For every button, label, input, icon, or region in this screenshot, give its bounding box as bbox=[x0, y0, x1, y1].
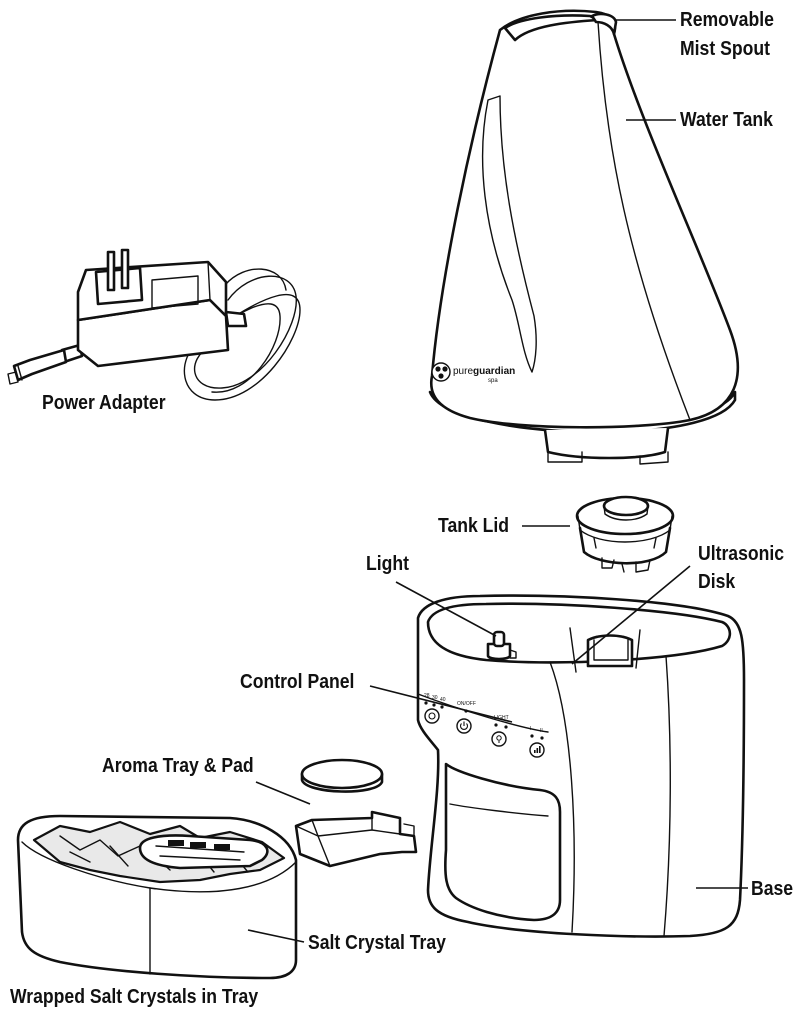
tank-lid bbox=[575, 495, 675, 573]
label-ultrasonic-disk-line2: Disk bbox=[698, 571, 736, 593]
mist-button[interactable] bbox=[424, 708, 440, 724]
light-level-button[interactable] bbox=[529, 742, 545, 758]
label-removable-mist-spout-line2: Mist Spout bbox=[680, 38, 770, 60]
label-power-adapter: Power Adapter bbox=[42, 392, 166, 414]
label-removable-mist-spout-line1: Removable bbox=[680, 9, 774, 31]
label-light: Light bbox=[366, 553, 410, 575]
label-aroma-tray-pad: Aroma Tray & Pad bbox=[102, 755, 254, 777]
label-base: Base bbox=[751, 878, 794, 900]
onoff-label: ON/OFF bbox=[457, 701, 476, 707]
label-ultrasonic-disk-line1: Ultrasonic bbox=[698, 543, 785, 565]
light-button[interactable] bbox=[491, 731, 507, 747]
label-salt-crystal-tray: Salt Crystal Tray bbox=[308, 932, 446, 954]
mist-level-label-3: 40 bbox=[440, 697, 446, 703]
power-button[interactable] bbox=[456, 718, 472, 734]
logo-text-guardian: guardian bbox=[473, 366, 515, 377]
mist-level-label-2: 30 bbox=[432, 695, 438, 701]
light-button-label: LIGHT bbox=[494, 715, 509, 721]
logo-text-pure: pure bbox=[453, 366, 473, 377]
label-wrapped-salt-crystals: Wrapped Salt Crystals in Tray bbox=[10, 986, 259, 1008]
water-tank: pureguardian spa bbox=[428, 9, 739, 465]
mist-level-label-1: 28 bbox=[424, 693, 430, 699]
label-water-tank: Water Tank bbox=[680, 109, 773, 131]
label-tank-lid: Tank Lid bbox=[438, 515, 510, 537]
leader-lines bbox=[247, 19, 748, 943]
aroma-tray bbox=[294, 810, 418, 868]
light-level-label-2: II bbox=[540, 728, 543, 734]
power-adapter bbox=[7, 248, 301, 401]
aroma-pad bbox=[300, 758, 384, 793]
base: 28 30 40 ON/OFF LIGHT I II bbox=[416, 594, 746, 938]
light-level-label-1: I bbox=[530, 726, 531, 732]
svg-text:pureguardian: pureguardian bbox=[453, 366, 515, 377]
salt-crystal-tray bbox=[16, 814, 298, 980]
label-control-panel: Control Panel bbox=[240, 671, 355, 693]
logo-text-spa: spa bbox=[488, 378, 498, 384]
